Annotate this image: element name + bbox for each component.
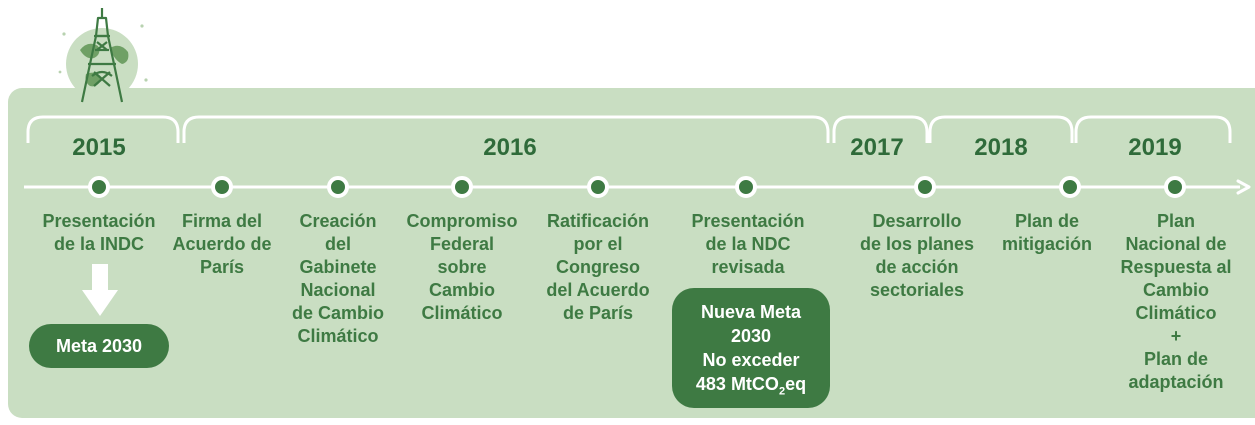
year-2017: 2017 — [850, 134, 904, 161]
timeline-dot-7 — [914, 176, 936, 198]
bracket-2016 — [182, 115, 830, 143]
bracket-2015 — [26, 115, 180, 143]
year-2019: 2019 — [1128, 134, 1182, 161]
timeline-panel — [8, 88, 1255, 418]
timeline-arrowhead — [1236, 179, 1251, 195]
bracket-2017 — [832, 115, 929, 143]
timeline-dot-9 — [1164, 176, 1186, 198]
year-2015: 2015 — [72, 134, 126, 161]
year-2018: 2018 — [974, 134, 1028, 161]
down-arrow-icon — [82, 264, 118, 316]
timeline-dot-5 — [587, 176, 609, 198]
year-2016: 2016 — [483, 134, 537, 161]
timeline-dot-3 — [327, 176, 349, 198]
timeline-dot-6 — [735, 176, 757, 198]
timeline-dot-8 — [1059, 176, 1081, 198]
meta-2030-badge: Meta 2030 — [29, 324, 169, 368]
bracket-2018 — [928, 115, 1074, 143]
timeline-dot-1 — [88, 176, 110, 198]
eiffel-tower-globe-icon — [58, 8, 148, 103]
timeline-dot-4 — [451, 176, 473, 198]
bracket-2019 — [1074, 115, 1232, 143]
nueva-meta-badge: Nueva Meta 2030 No exceder 483 MtCO2eq — [672, 288, 830, 408]
timeline-dot-2 — [211, 176, 233, 198]
